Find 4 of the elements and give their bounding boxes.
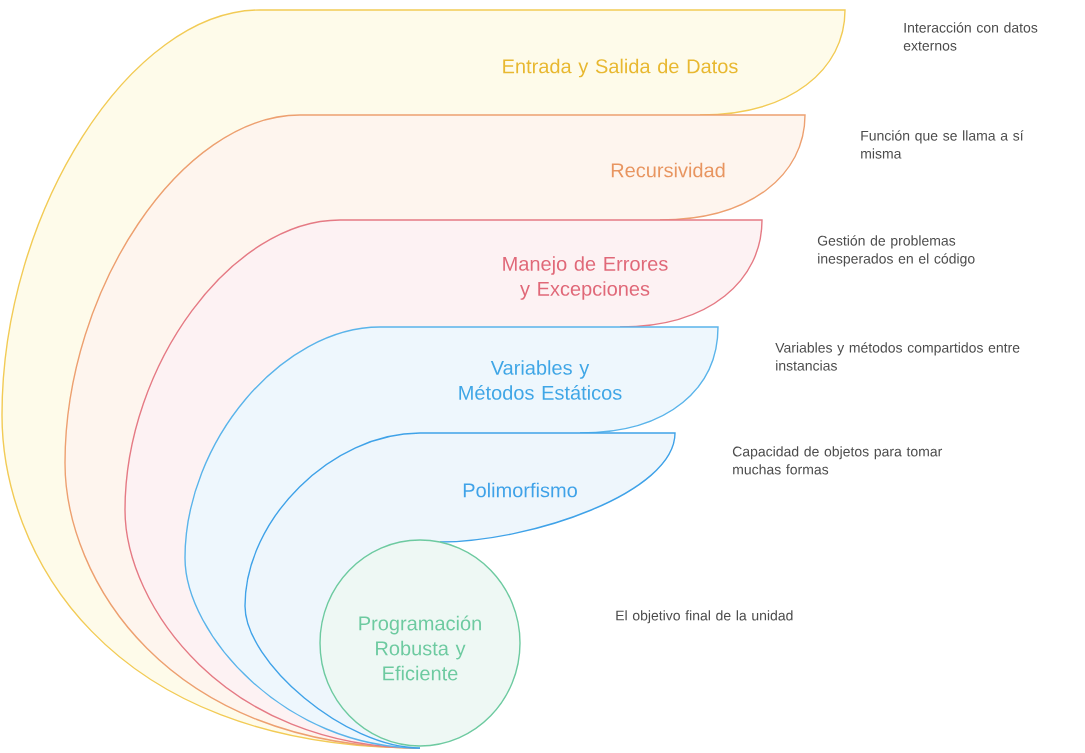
description-text: Función que se llama a sí misma	[861, 130, 1024, 159]
node-label: Polimorfismo	[463, 482, 577, 498]
node-label: Manejo de Errores y Excepciones	[503, 256, 668, 300]
description-text: Interacción con datos externos	[903, 22, 1038, 51]
